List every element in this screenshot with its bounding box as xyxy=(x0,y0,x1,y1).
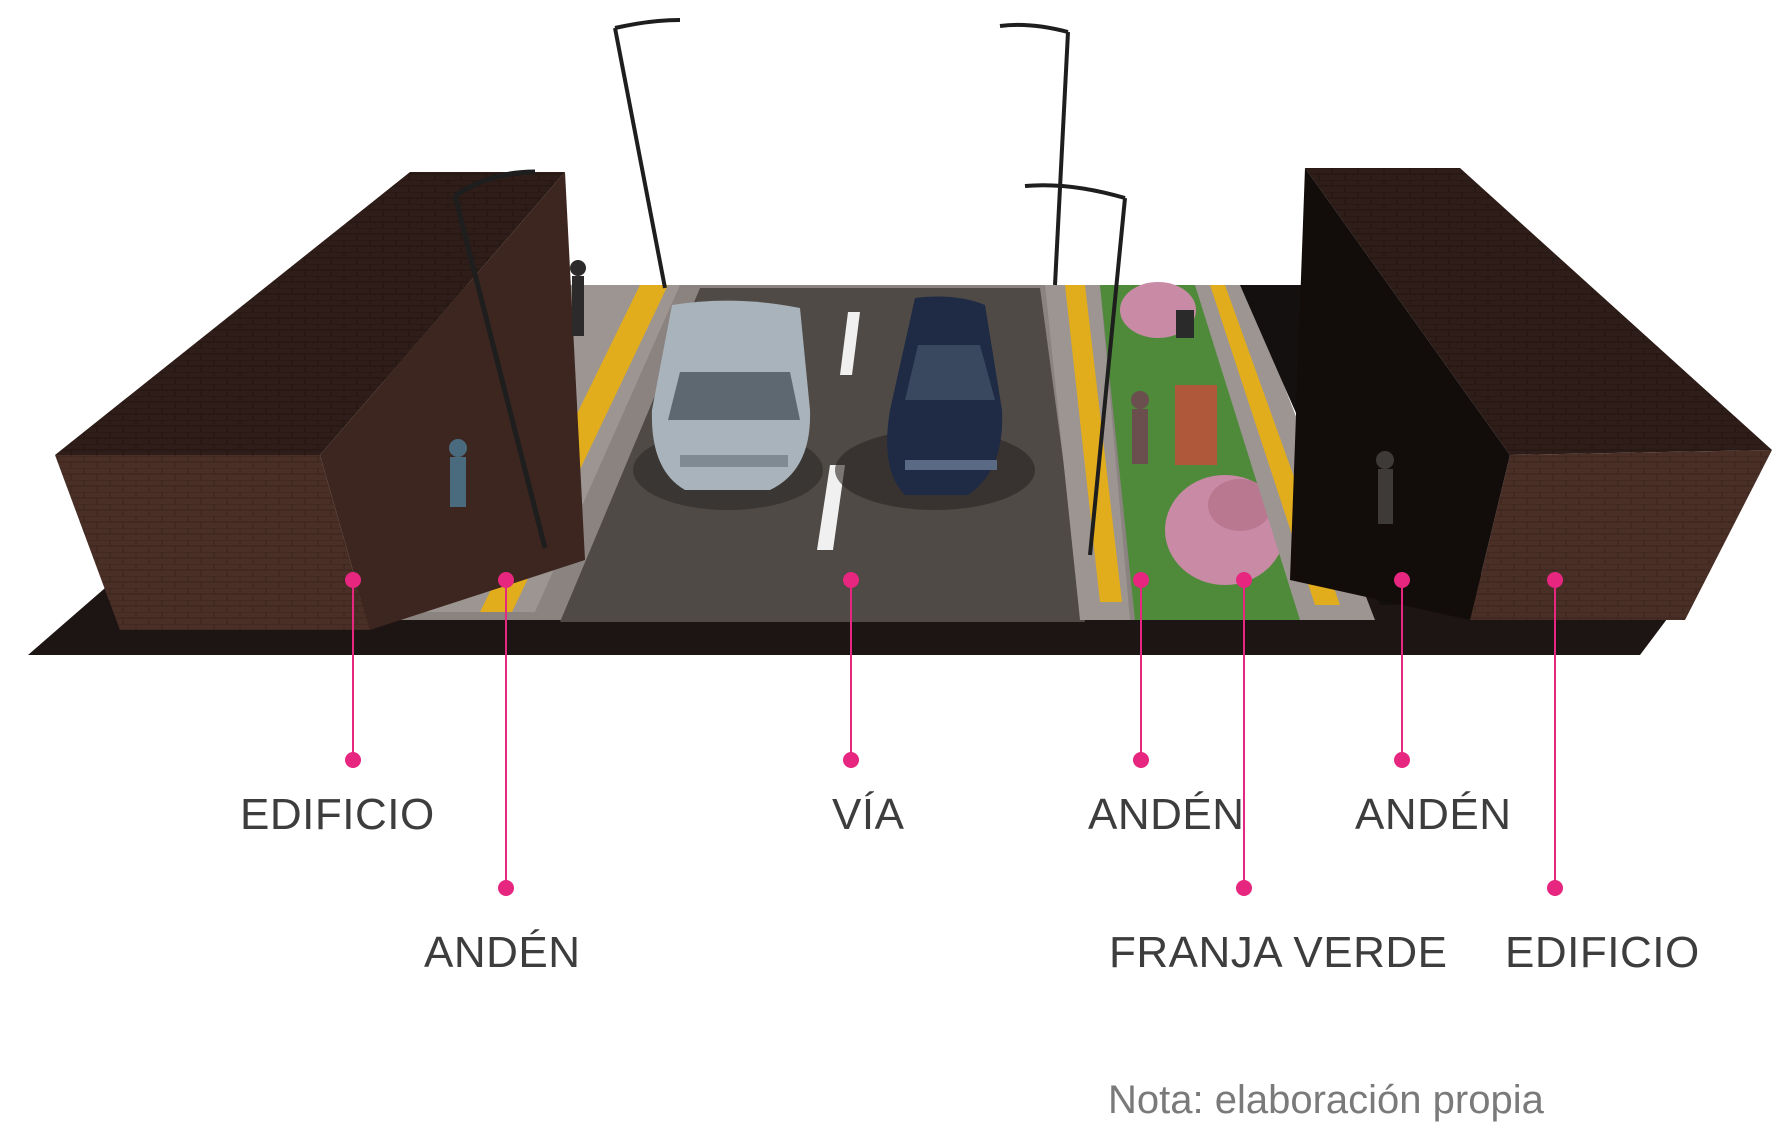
right-building-side xyxy=(1290,168,1510,620)
bench xyxy=(1175,385,1217,465)
callout-dots xyxy=(345,572,1563,896)
label-anden-right-2: ANDÉN xyxy=(1355,790,1512,839)
car-silver xyxy=(633,300,823,510)
street-lamp xyxy=(999,22,1070,286)
street-lamp xyxy=(613,18,681,289)
left-building-roof xyxy=(55,172,565,455)
left-building xyxy=(55,172,585,630)
callout-lines xyxy=(352,580,1556,888)
pedestrian xyxy=(1376,451,1394,524)
lane-marking xyxy=(817,465,845,550)
pedestrian xyxy=(1131,391,1149,464)
label-anden-right-1: ANDÉN xyxy=(1088,790,1245,839)
source-note: Nota: elaboración propia xyxy=(1108,1078,1544,1122)
right-building-front xyxy=(1470,450,1772,620)
street-lamp xyxy=(452,169,548,549)
label-anden-left: ANDÉN xyxy=(424,928,581,977)
label-edificio-left: EDIFICIO xyxy=(240,790,435,839)
right-building-roof xyxy=(1305,168,1772,455)
flower-beds xyxy=(1120,282,1285,585)
label-franja-verde: FRANJA VERDE xyxy=(1109,928,1448,977)
label-edificio-right: EDIFICIO xyxy=(1505,928,1700,977)
trash-bin xyxy=(1176,310,1194,338)
left-building-side xyxy=(320,172,585,630)
left-building-front xyxy=(55,455,370,630)
street-lamp xyxy=(1024,183,1127,556)
lane-marking xyxy=(840,312,860,375)
car-dark-blue xyxy=(835,296,1035,510)
right-tactile-strip-1 xyxy=(1065,285,1122,602)
pedestrian xyxy=(570,260,586,336)
right-building xyxy=(1290,168,1772,620)
label-via: VÍA xyxy=(832,790,905,839)
pedestrian xyxy=(449,439,467,507)
